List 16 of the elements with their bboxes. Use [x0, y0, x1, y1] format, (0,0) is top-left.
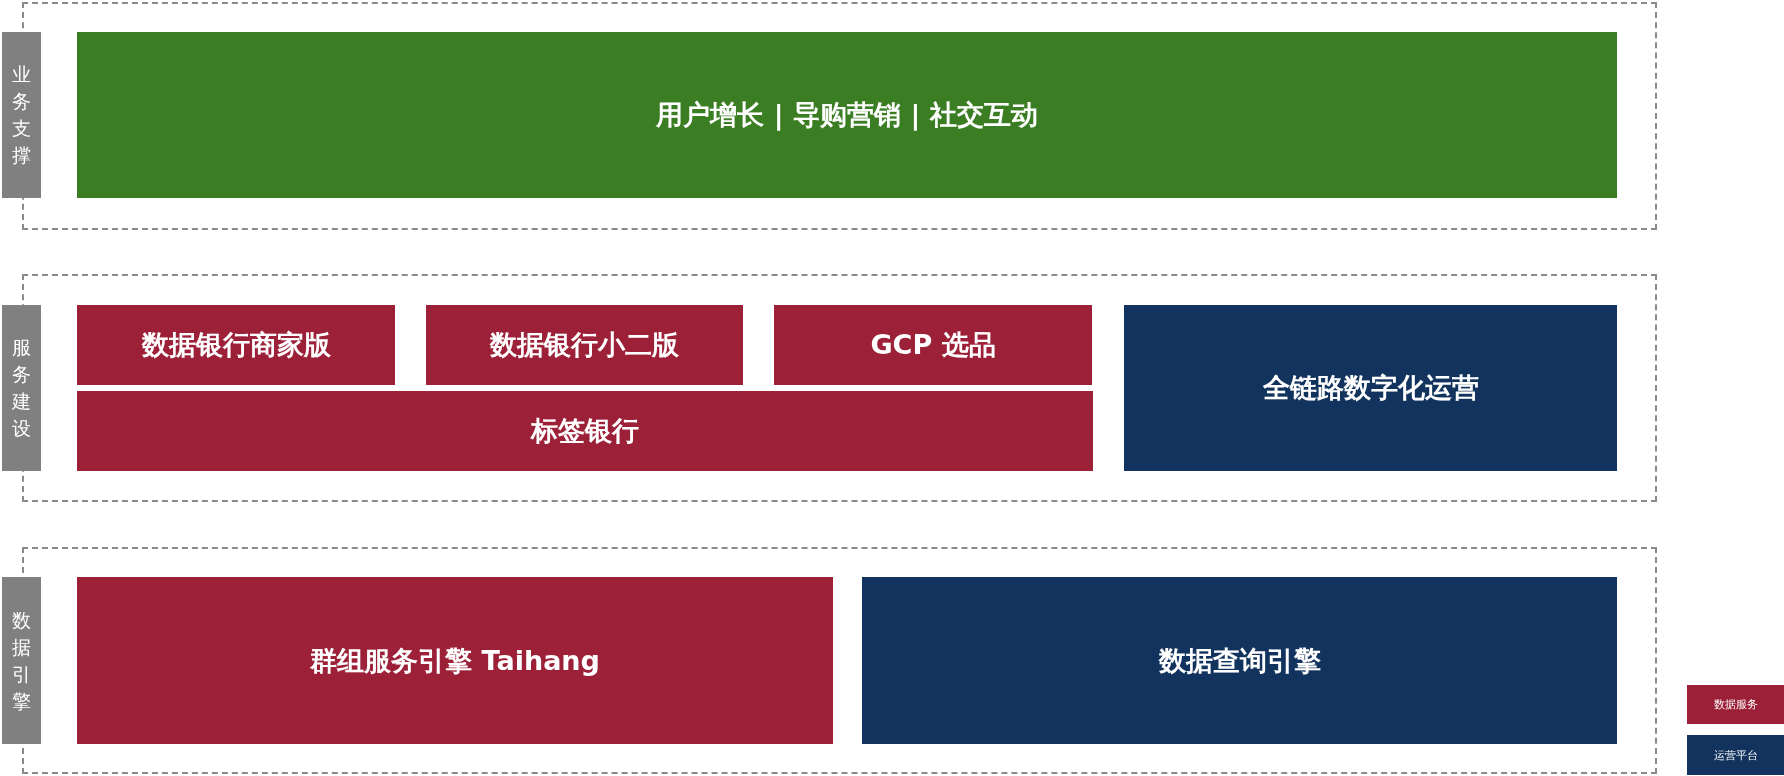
module-box: 群组服务引擎 Taihang — [77, 577, 833, 744]
module-box: 全链路数字化运营 — [1124, 305, 1617, 471]
layer-tab — [2, 577, 41, 744]
module-box: 数据查询引擎 — [862, 577, 1617, 744]
module-box: 用户增长 | 导购营销 | 社交互动 — [77, 32, 1617, 198]
layer-label-text: 业务支撑 — [11, 62, 32, 168]
module-box: 数据银行商家版 — [77, 305, 395, 385]
layer-tab — [2, 32, 41, 198]
layer-label-text: 数据引擎 — [11, 607, 32, 714]
module-box: 数据银行小二版 — [426, 305, 743, 385]
layer-tab — [2, 305, 41, 471]
legend-swatch: 数据服务 — [1687, 685, 1784, 724]
legend-swatch: 运营平台 — [1687, 735, 1784, 775]
layer-label-text: 服务建设 — [11, 335, 32, 441]
module-box: 标签银行 — [77, 391, 1093, 471]
module-box: GCP 选品 — [774, 305, 1092, 385]
